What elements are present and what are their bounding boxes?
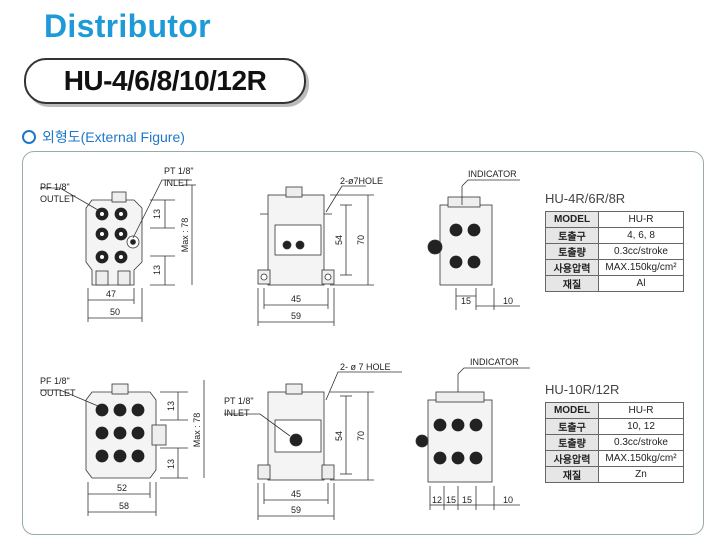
dim-59: 59 [291, 505, 301, 515]
dim-15: 15 [461, 296, 471, 306]
pf-outlet-label-1: PF 1/8" [40, 376, 70, 386]
page-title: Distributor [44, 8, 211, 44]
dim-59: 59 [291, 311, 301, 321]
dim-15a: 15 [446, 495, 456, 505]
model-badge: HU-4/6/8/10/12R [24, 58, 306, 104]
spec-title-top: HU-4R/6R/8R [545, 191, 626, 206]
indicator-label: INDICATOR [470, 357, 519, 367]
pt-inlet-label-2: INLET [224, 408, 250, 418]
spec-value: HU-R [598, 211, 684, 228]
dim-50: 50 [110, 307, 120, 317]
top-rear-view [427, 179, 520, 310]
dim-13b: 13 [166, 459, 176, 469]
bottom-rear-view [415, 367, 530, 510]
spec-value: MAX.150kg/cm² [598, 450, 684, 467]
indicator-label: INDICATOR [468, 169, 517, 179]
spec-key: MODEL [545, 402, 599, 419]
section-heading: 외형도(External Figure) [22, 127, 185, 147]
dim-52: 52 [117, 483, 127, 493]
section-label: 외형도(External Figure) [42, 129, 185, 145]
hole-label: 2- ø 7 HOLE [340, 362, 391, 372]
dim-54: 54 [334, 235, 344, 245]
top-side-view [257, 185, 374, 326]
spec-value: 10, 12 [598, 418, 684, 435]
top-front-view [40, 179, 196, 322]
spec-key: MODEL [545, 211, 599, 228]
pf-outlet-label-1: PF 1/8" [40, 182, 70, 192]
spec-key: 재질 [545, 466, 599, 483]
spec-value: 0.3cc/stroke [598, 434, 684, 451]
dim-58: 58 [119, 501, 129, 511]
spec-key: 토출구 [545, 227, 599, 244]
model-label: HU-4/6/8/10/12R [63, 65, 267, 96]
spec-key: 재질 [545, 275, 599, 292]
bottom-front-view [40, 380, 205, 516]
dim-13a: 13 [166, 401, 176, 411]
dim-15b: 15 [462, 495, 472, 505]
dim-10: 10 [503, 296, 513, 306]
dim-47: 47 [106, 289, 116, 299]
spec-value: MAX.150kg/cm² [598, 259, 684, 276]
dim-max: Max : 78 [180, 218, 190, 253]
dim-12: 12 [432, 495, 442, 505]
pt-inlet-label-1: PT 1/8" [164, 166, 194, 176]
spec-key: 사용압력 [545, 450, 599, 467]
spec-key: 토출량 [545, 243, 599, 260]
bottom-side-view [224, 371, 402, 520]
dim-70: 70 [356, 235, 366, 245]
dim-45: 45 [291, 489, 301, 499]
circle-bullet-icon [22, 130, 36, 144]
spec-key: 토출구 [545, 418, 599, 435]
dim-45: 45 [291, 294, 301, 304]
spec-key: 토출량 [545, 434, 599, 451]
pt-inlet-label-1: PT 1/8" [224, 396, 254, 406]
spec-value: 4, 6, 8 [598, 227, 684, 244]
spec-value: Al [598, 275, 684, 292]
dim-10: 10 [503, 495, 513, 505]
dim-13b: 13 [152, 265, 162, 275]
pt-inlet-label-2: INLET [164, 178, 190, 188]
spec-title-bottom: HU-10R/12R [545, 382, 620, 397]
spec-value: Zn [598, 466, 684, 483]
pf-outlet-label-2: OUTLET [40, 194, 76, 204]
pf-outlet-label-2: OUTLET [40, 388, 76, 398]
dim-13a: 13 [152, 209, 162, 219]
spec-value: 0.3cc/stroke [598, 243, 684, 260]
dim-54: 54 [334, 431, 344, 441]
hole-label: 2-ø7HOLE [340, 176, 383, 186]
dim-70: 70 [356, 431, 366, 441]
spec-value: HU-R [598, 402, 684, 419]
spec-key: 사용압력 [545, 259, 599, 276]
dim-max: Max : 78 [192, 413, 202, 448]
